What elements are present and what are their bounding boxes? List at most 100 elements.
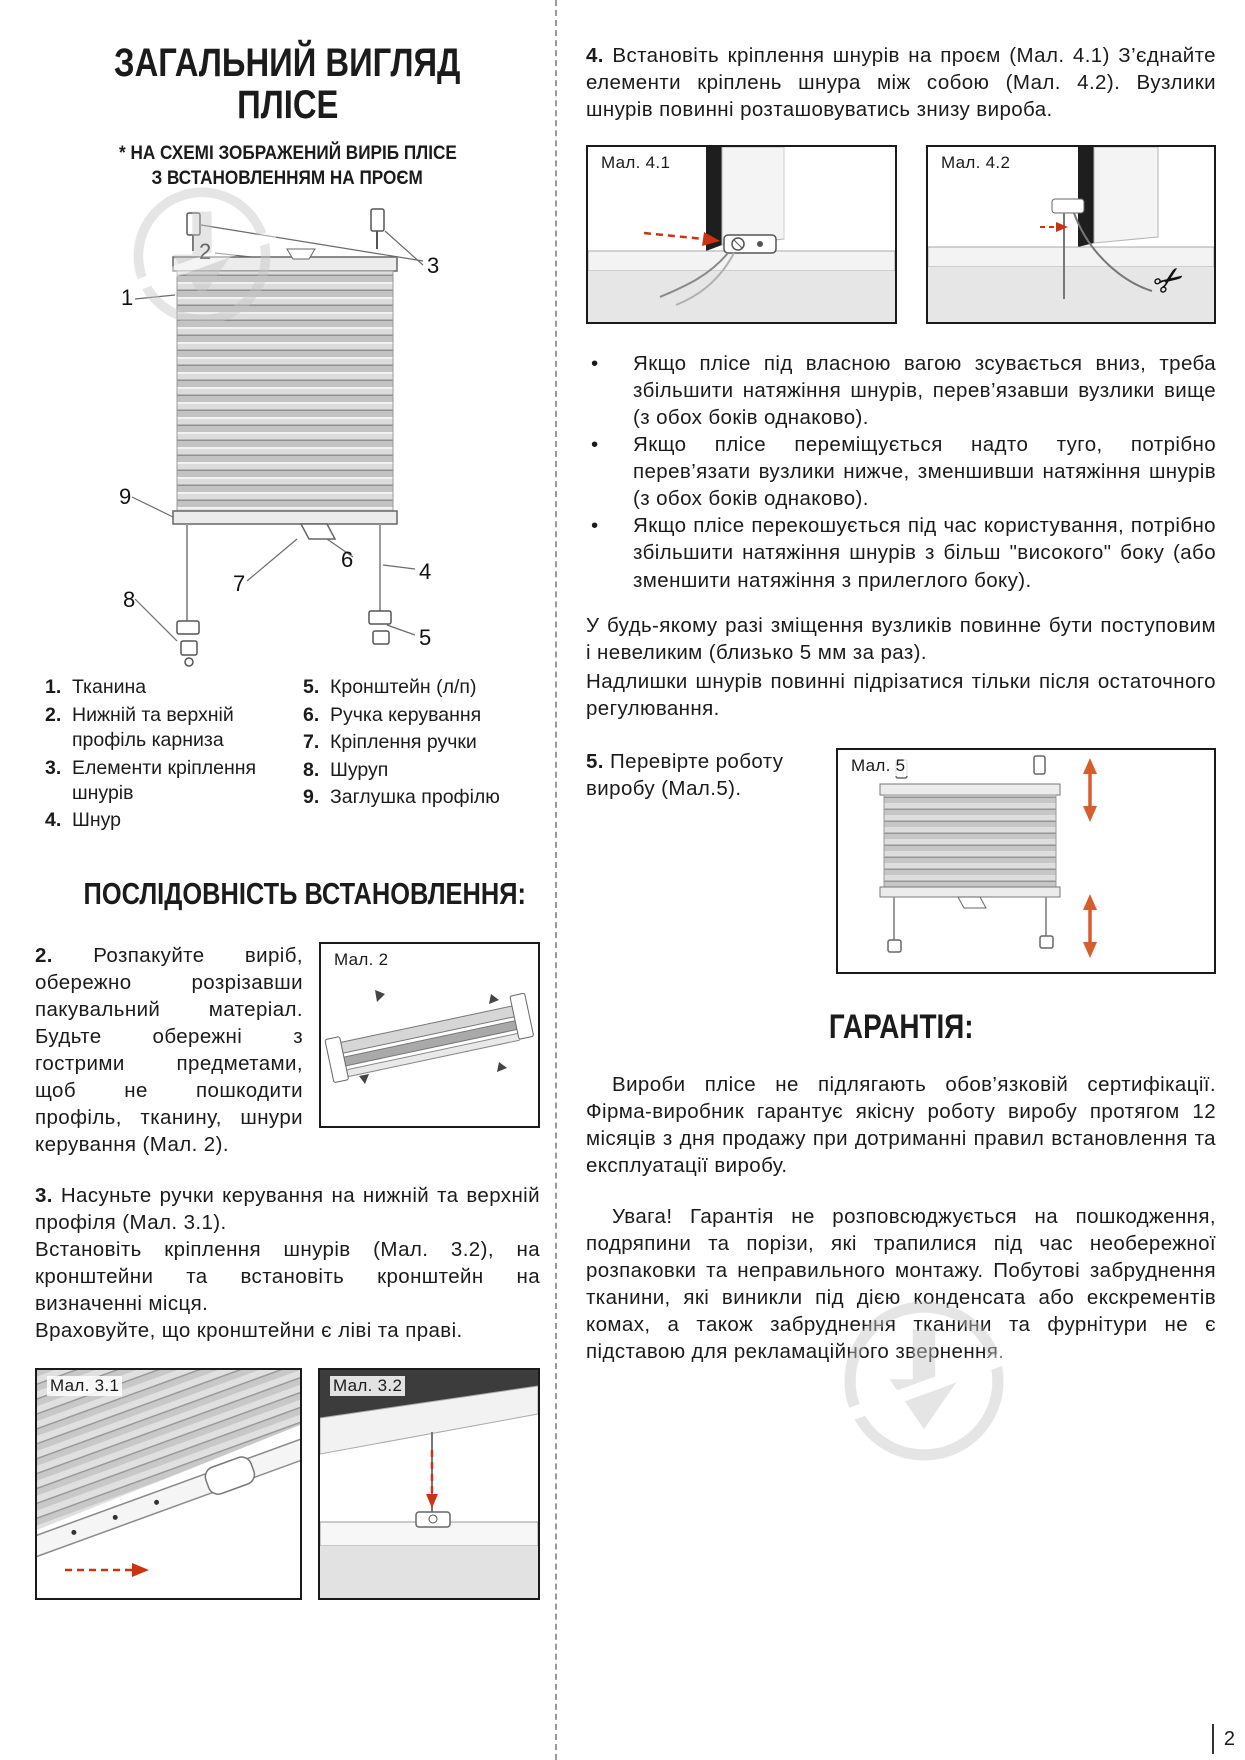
figure-5-label: Мал. 5 [848, 755, 909, 776]
list-item: • Якщо плісе під власною вагою зсуваєтьс… [586, 350, 1216, 431]
legend-label: Тканина [72, 676, 147, 699]
figure-5: Мал. 5 [836, 747, 1216, 974]
figure-4-row: Мал. 4.1 [586, 145, 1216, 325]
legend-label: Шуруп [330, 758, 389, 781]
figure-3-2-label: Мал. 3.2 [330, 1376, 406, 1397]
legend-item: 7. Кріплення ручки [303, 730, 540, 755]
callout-1: 1 [121, 285, 133, 310]
subtitle-line: * НА СХЕМІ ЗОБРАЖЕНИЙ ВИРІБ ПЛІСЕ [118, 141, 457, 164]
legend-num: 4. [45, 809, 62, 832]
legend-label: Шнур [72, 809, 122, 832]
top-handle [286, 248, 316, 260]
legend-num: 9. [303, 785, 320, 808]
top-brackets [895, 755, 1046, 779]
legend-item: 3. Елементи кріплення шнурів [45, 756, 303, 807]
legend-num: 2. [45, 703, 62, 726]
bullet-icon: • [591, 433, 599, 457]
figure-4-1-illustration [588, 147, 895, 323]
page-footer: 2 [1211, 1724, 1235, 1754]
bottom-profile [172, 510, 398, 526]
legend-item: 9. Заглушка профілю [303, 785, 540, 810]
step-number: 4. [586, 44, 604, 67]
figure-3-2-illustration [320, 1370, 538, 1599]
subtitle-line: З ВСТАНОВЛЕННЯМ НА ПРОЄМ [151, 167, 424, 190]
legend-item: 8. Шуруп [303, 758, 540, 783]
legend-label: Нижній та верхній профіль карниза [72, 703, 234, 752]
legend-item: 6. Ручка керування [303, 703, 540, 728]
bottom-brackets [887, 935, 1054, 953]
figure-4-1-label: Мал. 4.1 [598, 153, 674, 174]
red-arrow [643, 231, 720, 247]
callout-leader-lines [131, 224, 424, 642]
red-arrow [426, 1450, 438, 1509]
legend-num: 1. [45, 676, 62, 699]
red-arrow [65, 1563, 149, 1578]
legend-item: 5. Кронштейн (л/п) [303, 675, 540, 700]
page-subtitle: * НА СХЕМІ ЗОБРАЖЕНИЙ ВИРІБ ПЛІСЕ З ВСТА… [35, 141, 540, 192]
figure-2-illustration [324, 989, 534, 1084]
column-divider [555, 0, 557, 1760]
bullet-icon: • [591, 352, 599, 376]
bottom-handle [299, 523, 337, 541]
legend-item: 2. Нижній та верхній профіль карниза [45, 703, 303, 754]
legend-column-left: 1. Тканина 2. Нижній та верхній профіль … [35, 675, 303, 835]
red-arrow [1040, 222, 1068, 233]
adjustment-note: У будь-якому разі зміщення вузликів пови… [586, 613, 1216, 720]
callout-4: 4 [419, 559, 431, 584]
figure-2-label: Мал. 2 [331, 949, 392, 970]
legend-label: Ручка керування [330, 703, 482, 726]
figure-4-2-label: Мал. 4.2 [938, 153, 1014, 174]
bullet-icon: • [591, 514, 599, 538]
step-number: 5. [586, 749, 604, 773]
left-column: ЗАГАЛЬНИЙ ВИГЛЯД ПЛІСЕ * НА СХЕМІ ЗОБРАЖ… [35, 42, 540, 1601]
legend-item: 4. Шнур [45, 808, 303, 833]
bottom-right-bracket [368, 610, 392, 646]
callout-3: 3 [427, 253, 439, 278]
pleated-fabric [176, 270, 394, 512]
step-2-row: 2. Розпакуйте виріб, обережно розрізавши… [35, 941, 540, 1158]
figure-4-2: Мал. 4.2 ✂ [926, 145, 1216, 325]
top-brackets [186, 208, 385, 252]
step-number: 3. [35, 1183, 53, 1207]
legend-item: 1. Тканина [45, 675, 303, 700]
figure-4-1: Мал. 4.1 [586, 145, 897, 325]
control-handle [204, 1456, 256, 1496]
right-column: 4. Встановіть кріплення шнурів на проєм … [586, 42, 1216, 1365]
step-number: 2. [35, 943, 53, 967]
cord-bracket [723, 234, 777, 254]
legend-num: 8. [303, 758, 320, 781]
cords [893, 896, 1047, 940]
callout-8: 8 [123, 587, 135, 612]
up-down-arrows [1083, 757, 1097, 958]
bottom-left-bracket [176, 620, 200, 668]
step-3-text: 3. Насуньте ручки керування на нижній та… [35, 1183, 540, 1343]
callout-6: 6 [341, 547, 353, 572]
legend-num: 6. [303, 703, 320, 726]
figure-3-1-illustration [37, 1370, 300, 1578]
list-item: • Якщо плісе перекошується під час корис… [586, 512, 1216, 593]
page-title: ЗАГАЛЬНИЙ ВИГЛЯД ПЛІСЕ [35, 42, 540, 127]
legend-num: 7. [303, 731, 320, 754]
callout-5: 5 [419, 625, 431, 650]
figure-3-1: Мал. 3.1 [35, 1368, 302, 1601]
cord-bracket [1051, 198, 1085, 214]
legend-label: Кронштейн (л/п) [330, 676, 477, 699]
title-line: ЗАГАЛЬНИЙ ВИГЛЯД [114, 41, 461, 85]
figure-3-row: Мал. 3.1 [35, 1368, 540, 1601]
figure-5-illustration [879, 755, 1097, 958]
figure-3-1-label: Мал. 3.1 [47, 1376, 123, 1397]
legend-label: Елементи кріплення шнурів [72, 756, 257, 804]
step-5-row: 5. Перевірте роботу виробу (Мал.5). Мал.… [586, 747, 1216, 974]
step-5-text: 5. Перевірте роботу виробу (Мал.5). [586, 749, 784, 800]
figure-2: Мал. 2 [319, 941, 540, 1128]
warranty-paragraph-2: Увага! Гарантія не розповсюджується на п… [586, 1204, 1216, 1364]
legend-num: 3. [45, 756, 62, 779]
callout-2: 2 [199, 239, 211, 264]
footer-divider [1211, 1724, 1214, 1754]
legend-label: Заглушка профілю [330, 785, 500, 808]
callout-numbers: 1 2 3 4 5 6 7 8 9 [119, 239, 439, 650]
callout-7: 7 [233, 571, 245, 596]
legend-num: 5. [303, 676, 320, 699]
adjustment-bullet-list: • Якщо плісе під власною вагою зсуваєтьс… [586, 350, 1216, 593]
